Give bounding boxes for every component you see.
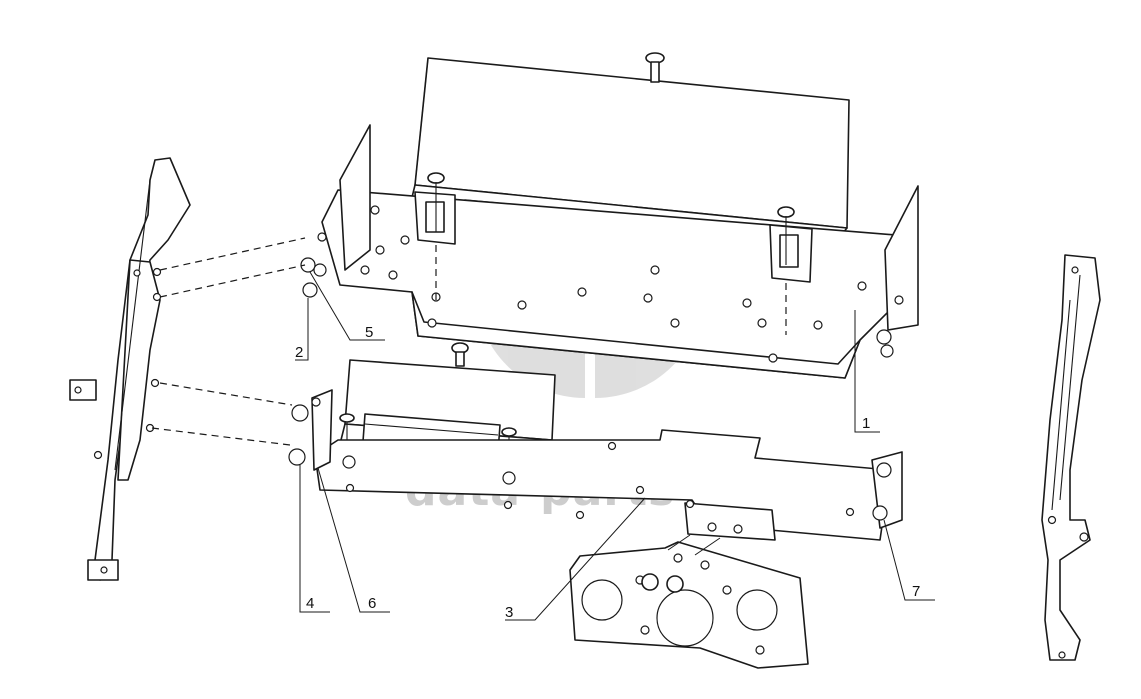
left-side-rail — [69, 157, 191, 581]
assembly-dashed-lines — [151, 237, 306, 446]
callout-2: 2 — [295, 344, 303, 361]
lower-right-nuts-part-7 — [872, 462, 892, 521]
screw-part-2 — [302, 282, 318, 298]
upper-bracket-plate — [321, 124, 919, 379]
leader-lines — [295, 271, 935, 621]
upper-mount-clip-right — [769, 206, 813, 283]
callout-3: 3 — [505, 604, 513, 621]
callout-1: 1 — [862, 415, 870, 432]
callout-4: 4 — [306, 595, 314, 612]
callout-5: 5 — [365, 324, 373, 341]
callout-6: 6 — [368, 595, 376, 612]
callout-7: 7 — [912, 583, 920, 600]
lower-plate-holes — [311, 397, 855, 534]
upper-mount-clip-left — [414, 172, 456, 245]
lower-left-nuts-part-4 — [288, 404, 516, 485]
nut-part-5 — [300, 257, 327, 277]
right-side-rail — [1041, 254, 1101, 661]
upper-plate-holes — [317, 205, 904, 363]
right-upper-nut — [876, 329, 894, 358]
bottom-face-plate — [569, 534, 809, 669]
top-screw — [645, 52, 665, 83]
